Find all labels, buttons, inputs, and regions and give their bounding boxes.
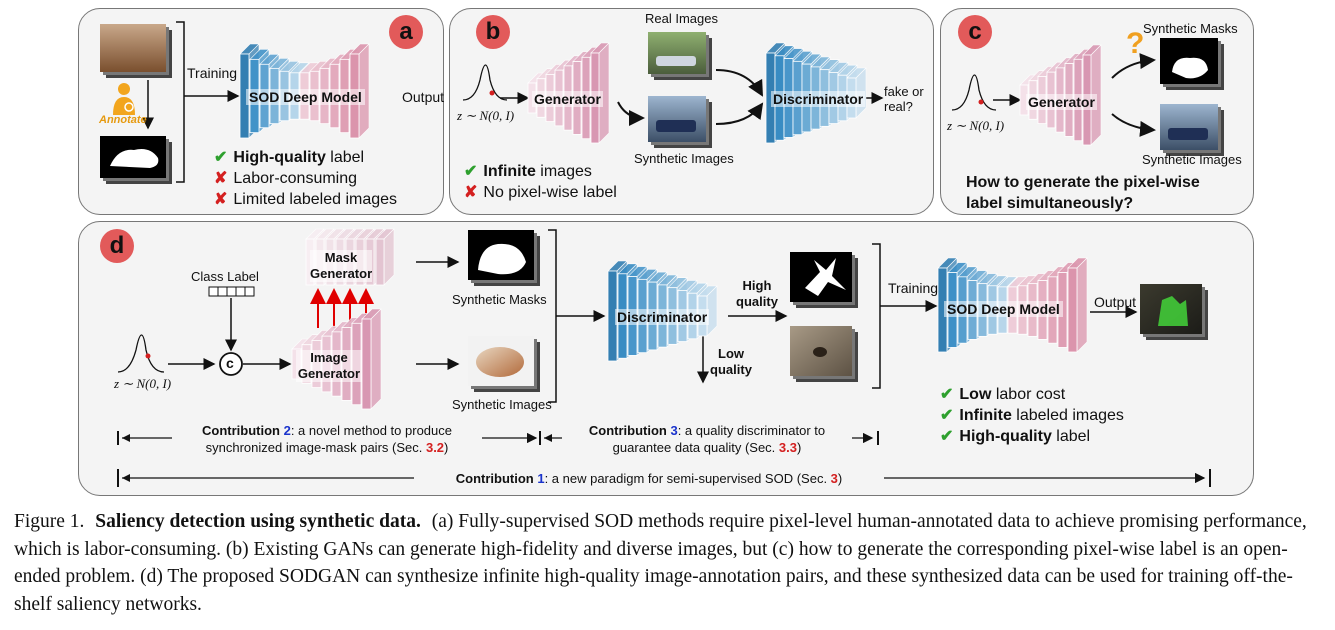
panel-d-badge: d xyxy=(100,229,134,263)
annotate-person-icon xyxy=(113,83,135,115)
low-quality-label: Low quality xyxy=(710,346,752,377)
panel-d-bullet-2: ✔Infinite labeled images xyxy=(940,407,1124,424)
image-generator-label: Image Generator xyxy=(296,350,362,382)
real-image-stack xyxy=(648,32,712,80)
figure-caption: Figure 1. Saliency detection using synth… xyxy=(14,508,1324,618)
contribution-3-span xyxy=(544,431,879,445)
synthetic-image-stack-b xyxy=(648,96,712,148)
high-quality-image-stack xyxy=(790,326,858,382)
panel-c-question: How to generate the pixel-wise label sim… xyxy=(966,174,1200,212)
output-saliency-stack xyxy=(1140,284,1208,340)
panel-a-output-label: Output xyxy=(402,89,445,105)
high-quality-mask-stack xyxy=(790,252,858,308)
gaussian-curve-b xyxy=(462,64,508,101)
panel-d-sod-model-layer-side xyxy=(1076,257,1088,353)
contribution-1-span xyxy=(117,469,1211,487)
panel-b-bullet-2: ✘No pixel-wise label xyxy=(464,184,617,201)
panel-a-input-image-stack xyxy=(100,24,172,78)
gaussian-curve-c xyxy=(951,74,997,111)
panel-c-synthetic-masks-label: Synthetic Masks xyxy=(1143,21,1238,36)
contribution-2-span xyxy=(117,431,541,445)
concat-symbol xyxy=(219,352,243,376)
synthetic-mask-stack-c xyxy=(1160,38,1224,90)
panel-d-bullet-3: ✔High-quality label xyxy=(940,428,1091,445)
panel-c-badge: c xyxy=(958,15,992,49)
class-label-vector xyxy=(208,286,255,297)
synthetic-image-stack-d xyxy=(468,336,540,392)
diagram-graphics xyxy=(100,21,1224,487)
caption-text: (a) Fully-supervised SOD methods require… xyxy=(14,511,1307,615)
panel-c-generator-label: Generator xyxy=(1026,94,1097,110)
panel-d-model-label: SOD Deep Model xyxy=(944,301,1063,317)
contribution-2-text: Contribution 2: a novel method to produc… xyxy=(202,423,452,455)
panel-d-synthetic-masks-label: Synthetic Masks xyxy=(452,292,547,307)
synthetic-image-stack-c xyxy=(1160,104,1224,156)
question-mark-icon: ? xyxy=(1126,27,1145,60)
panel-d-discriminator-label: Discriminator xyxy=(615,309,710,325)
panel-b-discriminator-label: Discriminator xyxy=(771,91,866,107)
panel-d-output-label: Output xyxy=(1094,294,1137,310)
class-label-text: Class Label xyxy=(191,269,259,284)
caption-label: Figure 1. xyxy=(14,511,85,532)
panel-d-bullet-1: ✔Low labor cost xyxy=(940,386,1066,403)
contribution-1-text: Contribution 1: a new paradigm for semi-… xyxy=(455,471,843,486)
panel-d-noise-label: z ∼ N(0, I) xyxy=(114,376,172,391)
panel-a-mask-stack xyxy=(100,136,172,184)
panel-b-bullet-1: ✔Infinite images xyxy=(464,163,592,180)
caption-title: Saliency detection using synthetic data. xyxy=(95,511,421,532)
panel-b-badge: b xyxy=(476,15,510,49)
mask-generator-layer-side xyxy=(383,228,395,286)
mask-generator-label: Mask Generator xyxy=(310,250,373,282)
real-images-label: Real Images xyxy=(645,11,718,26)
panel-a-bullet-2: ✘Labor-consuming xyxy=(214,170,358,187)
high-quality-label: High quality xyxy=(736,278,778,309)
contribution-3-text: Contribution 3: a quality discriminator … xyxy=(588,423,826,455)
image-generator-layer xyxy=(361,318,372,410)
panel-b-generator-label: Generator xyxy=(532,91,603,107)
panel-d-sod-model-layer xyxy=(1067,267,1078,353)
fake-or-real-label: fake or real? xyxy=(884,84,924,114)
annotate-label: Annotate xyxy=(99,114,147,126)
panel-a-model-label: SOD Deep Model xyxy=(246,89,365,105)
panel-d-training-label: Training xyxy=(888,280,939,296)
panel-a-training-label: Training xyxy=(187,65,238,81)
panel-c-synthetic-images-label: Synthetic Images xyxy=(1142,152,1242,167)
panel-a-bullet-3: ✘Limited labeled images xyxy=(214,191,398,208)
gaussian-curve-d xyxy=(117,334,165,373)
synthetic-mask-stack-d xyxy=(468,230,540,286)
image-generator-layer-side xyxy=(370,308,382,410)
panel-d-synthetic-images-label: Synthetic Images xyxy=(452,397,552,412)
concat-symbol-letter: c xyxy=(226,355,234,371)
mask-generator-layer xyxy=(375,238,385,286)
panel-a-bullet-1: ✔High-quality label xyxy=(214,149,365,166)
panel-b-synthetic-images-label: Synthetic Images xyxy=(634,151,734,166)
panel-a-badge: a xyxy=(389,15,423,49)
panel-c-noise-label: z ∼ N(0, I) xyxy=(947,118,1005,133)
panel-b-noise-label: z ∼ N(0, I) xyxy=(457,108,515,123)
